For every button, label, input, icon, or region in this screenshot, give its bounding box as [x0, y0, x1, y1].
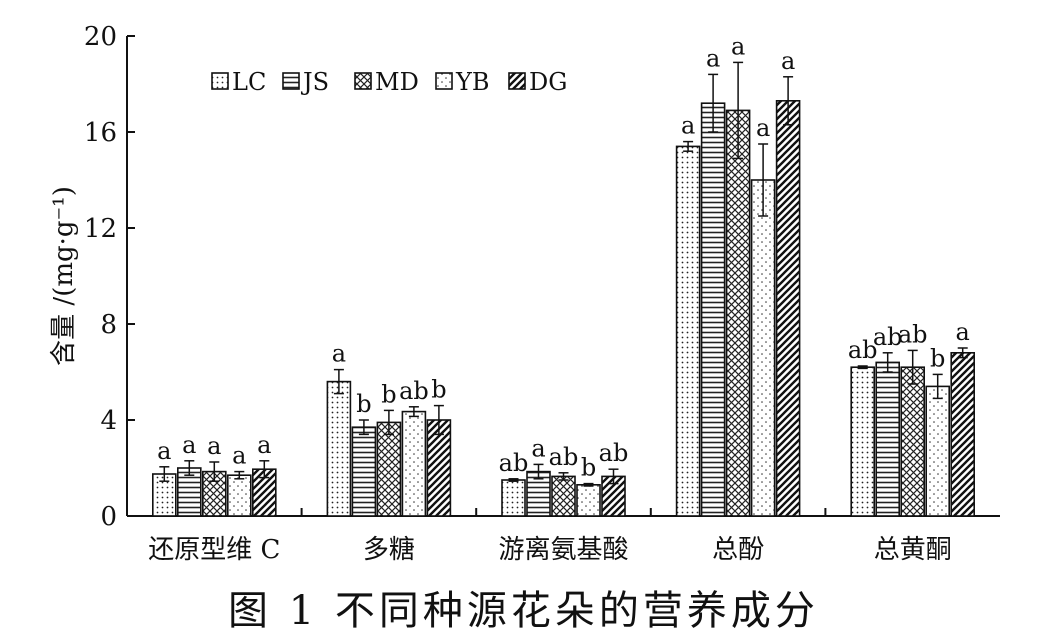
- legend-label: MD: [375, 68, 419, 96]
- significance-letter: a: [731, 32, 745, 60]
- legend-swatch: [508, 72, 526, 90]
- x-tick-label: 总黄酮: [874, 535, 952, 565]
- significance-letter: a: [681, 112, 695, 140]
- y-tick-label: 20: [84, 22, 117, 52]
- bar: [950, 351, 976, 517]
- legend-swatch: [211, 72, 229, 90]
- bar: [725, 109, 751, 517]
- bar: [551, 475, 576, 517]
- y-tick-label: 16: [84, 118, 117, 148]
- bar: [401, 410, 427, 517]
- significance-letter: ab: [898, 320, 928, 348]
- bar: [227, 474, 252, 517]
- legend-label: YB: [455, 68, 489, 96]
- significance-letter: ab: [499, 449, 529, 477]
- bar: [501, 479, 526, 517]
- significance-letter: ab: [873, 323, 903, 351]
- significance-letter: a: [182, 431, 196, 459]
- significance-letter: a: [756, 114, 770, 142]
- bar: [875, 361, 901, 517]
- bar: [576, 483, 601, 517]
- figure-caption: 图 1 不同种源花朵的营养成分: [228, 588, 819, 634]
- bar: [351, 426, 377, 517]
- significance-letter: ab: [399, 377, 429, 405]
- significance-letter: a: [706, 44, 720, 72]
- significance-letter: a: [531, 434, 545, 462]
- legend-label: LC: [232, 68, 266, 96]
- x-tick-label: 还原型维 C: [148, 535, 280, 565]
- bar: [900, 366, 926, 517]
- bar: [376, 421, 402, 517]
- x-tick-label: 多糖: [363, 535, 415, 565]
- bar: [675, 145, 701, 517]
- legend-swatch: [354, 72, 372, 90]
- significance-letter: a: [157, 437, 171, 465]
- significance-letter: b: [381, 380, 396, 408]
- significance-letter: ab: [599, 439, 629, 467]
- bar: [850, 366, 876, 517]
- bar: [326, 380, 352, 517]
- significance-letter: a: [781, 47, 795, 75]
- axes: 0 4 8 12 16 20 还原型维 C 多糖 游离氨基酸 总酚 总黄酮: [84, 22, 1000, 565]
- legend-label: JS: [300, 68, 329, 96]
- significance-letter: b: [581, 454, 596, 482]
- y-tick-label: 4: [100, 406, 117, 436]
- bar: [750, 179, 776, 517]
- bar: [700, 102, 726, 517]
- bar: [775, 100, 801, 517]
- x-tick-label: 游离氨基酸: [498, 535, 628, 565]
- x-tick-label: 总酚: [712, 535, 764, 565]
- significance-letter: a: [232, 442, 246, 470]
- significance-letter: b: [431, 376, 446, 404]
- significance-letter: a: [956, 318, 970, 346]
- legend-label: DG: [529, 68, 567, 96]
- y-tick-label: 8: [100, 310, 117, 340]
- significance-letter: ab: [848, 336, 878, 364]
- significance-letter: a: [207, 432, 221, 460]
- significance-letter: ab: [549, 443, 579, 471]
- significance-letter: a: [257, 431, 271, 459]
- significance-letter: a: [332, 340, 346, 368]
- y-tick-label: 12: [84, 214, 117, 244]
- significance-letter: b: [356, 390, 371, 418]
- legend-swatch: [435, 72, 453, 90]
- bar: [925, 385, 951, 517]
- legend: LC JS MD YB DG: [211, 68, 567, 96]
- significance-letter: b: [930, 344, 945, 372]
- y-axis-label: 含量 /(mg·g⁻¹): [49, 186, 79, 366]
- y-tick-label: 0: [100, 502, 117, 532]
- legend-swatch: [282, 72, 300, 90]
